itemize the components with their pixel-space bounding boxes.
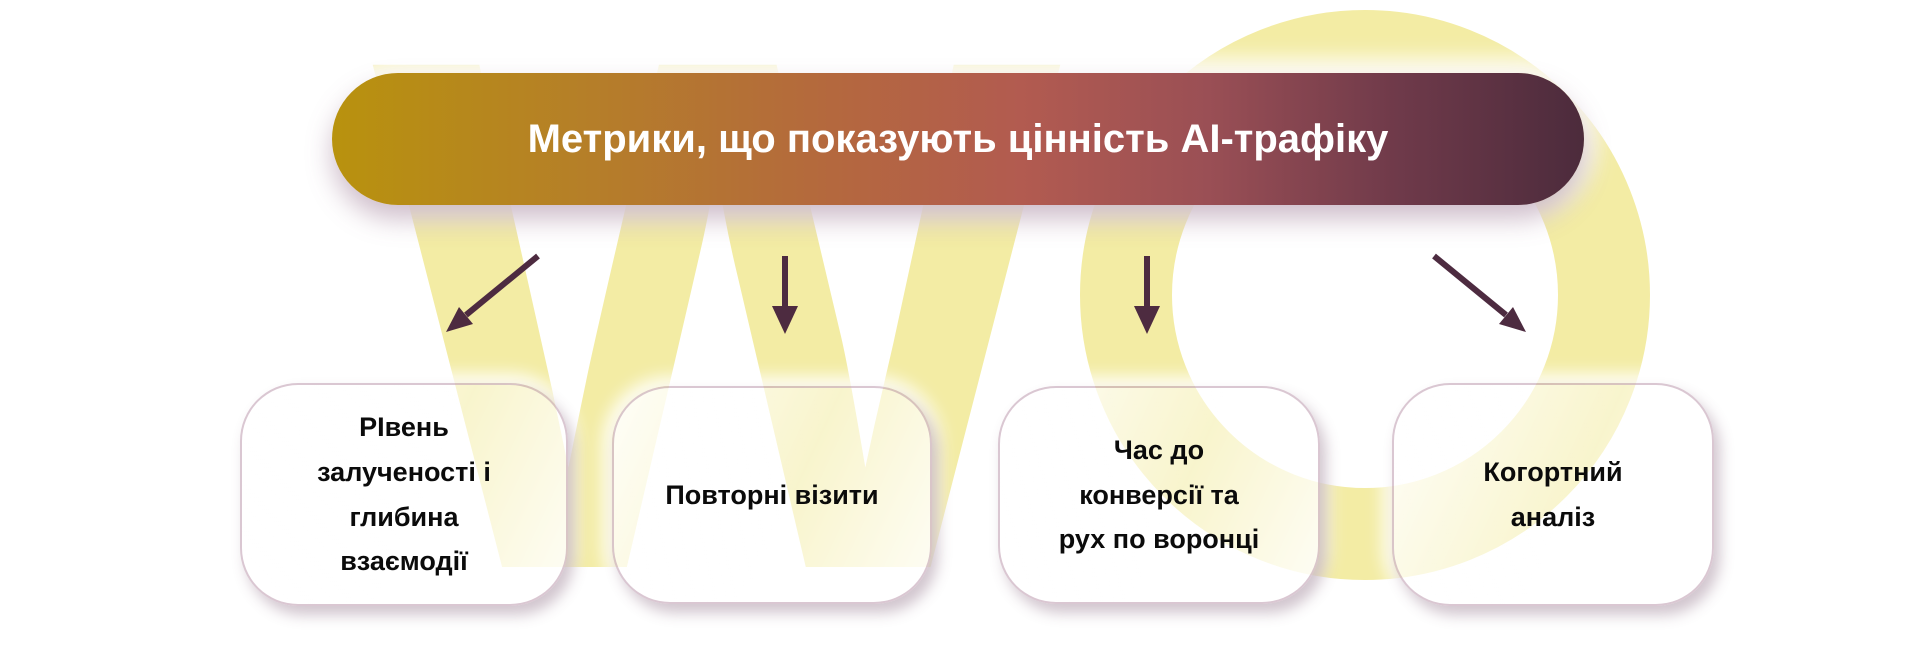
arrow-down-left-icon xyxy=(446,253,540,332)
metric-box-label: РІвень залученості і глибина взаємодії xyxy=(317,412,491,577)
banner-title: Метрики, що показують цінність AI-трафік… xyxy=(527,116,1389,161)
metric-box-cohort-analysis: Когортний аналіз xyxy=(1392,383,1714,606)
metric-box-repeat-visits: Повторні візити xyxy=(612,386,932,604)
metric-box-label: Повторні візити xyxy=(665,479,879,510)
metric-box-label: Час до конверсії та рух по воронці xyxy=(1058,435,1260,555)
metric-box-label: Когортний аналіз xyxy=(1483,456,1623,532)
arrow-down-icon xyxy=(772,256,798,334)
metric-box-time-to-conversion: Час до конверсії та рух по воронці xyxy=(998,386,1320,604)
arrow-down-right-icon xyxy=(1432,253,1526,332)
header-banner: Метрики, що показують цінність AI-трафік… xyxy=(332,73,1584,205)
metric-box-engagement: РІвень залученості і глибина взаємодії xyxy=(240,383,568,606)
arrow-down-icon xyxy=(1134,256,1160,334)
